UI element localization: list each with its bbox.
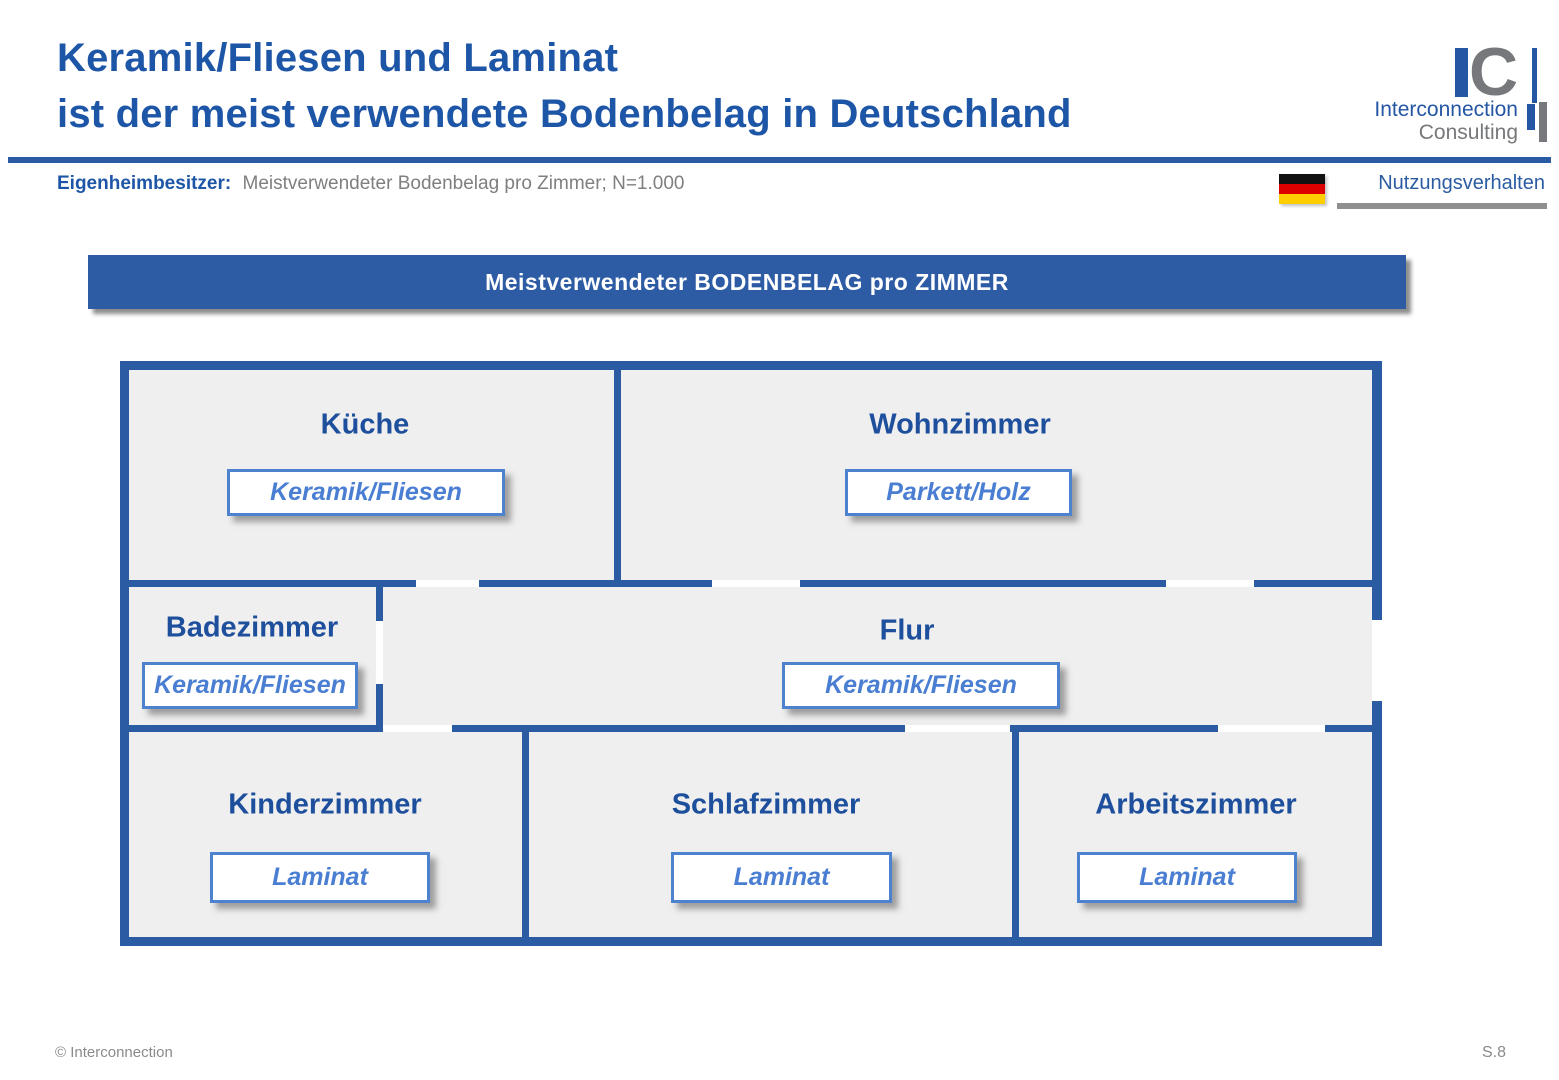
wall-mid-upper-seg bbox=[479, 580, 712, 587]
logo-company-type: Consulting bbox=[1418, 121, 1518, 144]
subtitle-text: Meistverwendeter Bodenbelag pro Zimmer; … bbox=[242, 173, 685, 194]
room-label-schlafzimmer: Schlafzimmer bbox=[671, 788, 861, 821]
category-label: Nutzungsverhalten bbox=[1378, 172, 1545, 194]
floorplan: Küche Keramik/Fliesen Wohnzimmer Parkett… bbox=[120, 361, 1382, 946]
outer-wall-right-upper bbox=[1372, 361, 1382, 620]
page-number: S.8 bbox=[1482, 1044, 1507, 1061]
flag-stripe-gold bbox=[1279, 194, 1325, 204]
flooring-box-schlafzimmer: Laminat bbox=[671, 852, 892, 903]
page-title-line2: ist der meist verwendete Bodenbelag in D… bbox=[57, 92, 1072, 136]
logo-gray-bar-icon bbox=[1539, 102, 1547, 142]
room-label-badezimmer: Badezimmer bbox=[165, 611, 339, 644]
wall-mid-lower-seg bbox=[1010, 725, 1218, 732]
section-banner: Meistverwendeter BODENBELAG pro ZIMMER bbox=[88, 255, 1406, 309]
flooring-box-kinderzimmer: Laminat bbox=[210, 852, 430, 903]
room-label-kinderzimmer: Kinderzimmer bbox=[228, 788, 422, 821]
category-underline bbox=[1337, 203, 1547, 209]
outer-wall-right-lower bbox=[1372, 701, 1382, 946]
german-flag-icon bbox=[1279, 174, 1325, 204]
copyright-text: © Interconnection bbox=[55, 1044, 173, 1061]
section-banner-text: Meistverwendeter BODENBELAG pro ZIMMER bbox=[485, 268, 1009, 295]
flooring-box-flur: Keramik/Fliesen bbox=[782, 662, 1060, 709]
wall-schlafzimmer-arbeitszimmer bbox=[1012, 725, 1019, 946]
room-label-flur: Flur bbox=[879, 614, 935, 647]
page-title-line1: Keramik/Fliesen und Laminat bbox=[57, 36, 619, 80]
logo-text: Interconnection Consulting bbox=[1374, 98, 1518, 144]
subtitle: Eigenheimbesitzer: Meistverwendeter Bode… bbox=[57, 173, 684, 195]
logo-accent-bar-icon bbox=[1532, 48, 1537, 103]
flooring-box-wohnzimmer: Parkett/Holz bbox=[845, 469, 1072, 516]
logo-c-letter: C bbox=[1469, 34, 1519, 110]
flooring-box-badezimmer: Keramik/Fliesen bbox=[142, 662, 358, 709]
room-label-arbeitszimmer: Arbeitszimmer bbox=[1095, 788, 1297, 821]
outer-wall-left bbox=[120, 361, 129, 946]
flag-stripe-red bbox=[1279, 184, 1325, 194]
logo-company-name: Interconnection bbox=[1374, 98, 1518, 121]
door-gap-strip bbox=[376, 580, 383, 732]
logo-blue-bar-icon bbox=[1527, 104, 1535, 130]
interconnection-logo: C Interconnection Consulting bbox=[1374, 34, 1555, 154]
outer-wall-bottom bbox=[120, 937, 1382, 946]
flooring-box-kueche: Keramik/Fliesen bbox=[227, 469, 505, 516]
room-label-kueche: Küche bbox=[320, 408, 410, 441]
wall-kinderzimmer-schlafzimmer bbox=[522, 725, 529, 946]
wall-mid-lower-seg bbox=[1325, 725, 1382, 732]
wall-mid-upper-seg bbox=[800, 580, 1166, 587]
wall-mid-upper-seg bbox=[120, 580, 416, 587]
room-label-wohnzimmer: Wohnzimmer bbox=[869, 408, 1051, 441]
wall-badezimmer-right-seg bbox=[376, 684, 383, 732]
flooring-box-arbeitszimmer: Laminat bbox=[1077, 852, 1297, 903]
wall-mid-upper-seg bbox=[1254, 580, 1382, 587]
subtitle-label: Eigenheimbesitzer: bbox=[57, 173, 232, 194]
wall-badezimmer-right-seg bbox=[376, 580, 383, 621]
page-title: Keramik/Fliesen und Laminat ist der meis… bbox=[57, 30, 1072, 142]
header-divider-rule bbox=[8, 157, 1551, 163]
outer-wall-top bbox=[120, 361, 1382, 370]
flag-stripe-black bbox=[1279, 174, 1325, 184]
wall-mid-lower-seg bbox=[120, 725, 378, 732]
wall-kueche-wohnzimmer bbox=[614, 361, 621, 587]
door-gap-strip bbox=[120, 580, 1382, 587]
door-gap-strip bbox=[1372, 361, 1382, 946]
wall-mid-lower-seg bbox=[452, 725, 905, 732]
logo-i-bar-icon bbox=[1455, 48, 1468, 97]
